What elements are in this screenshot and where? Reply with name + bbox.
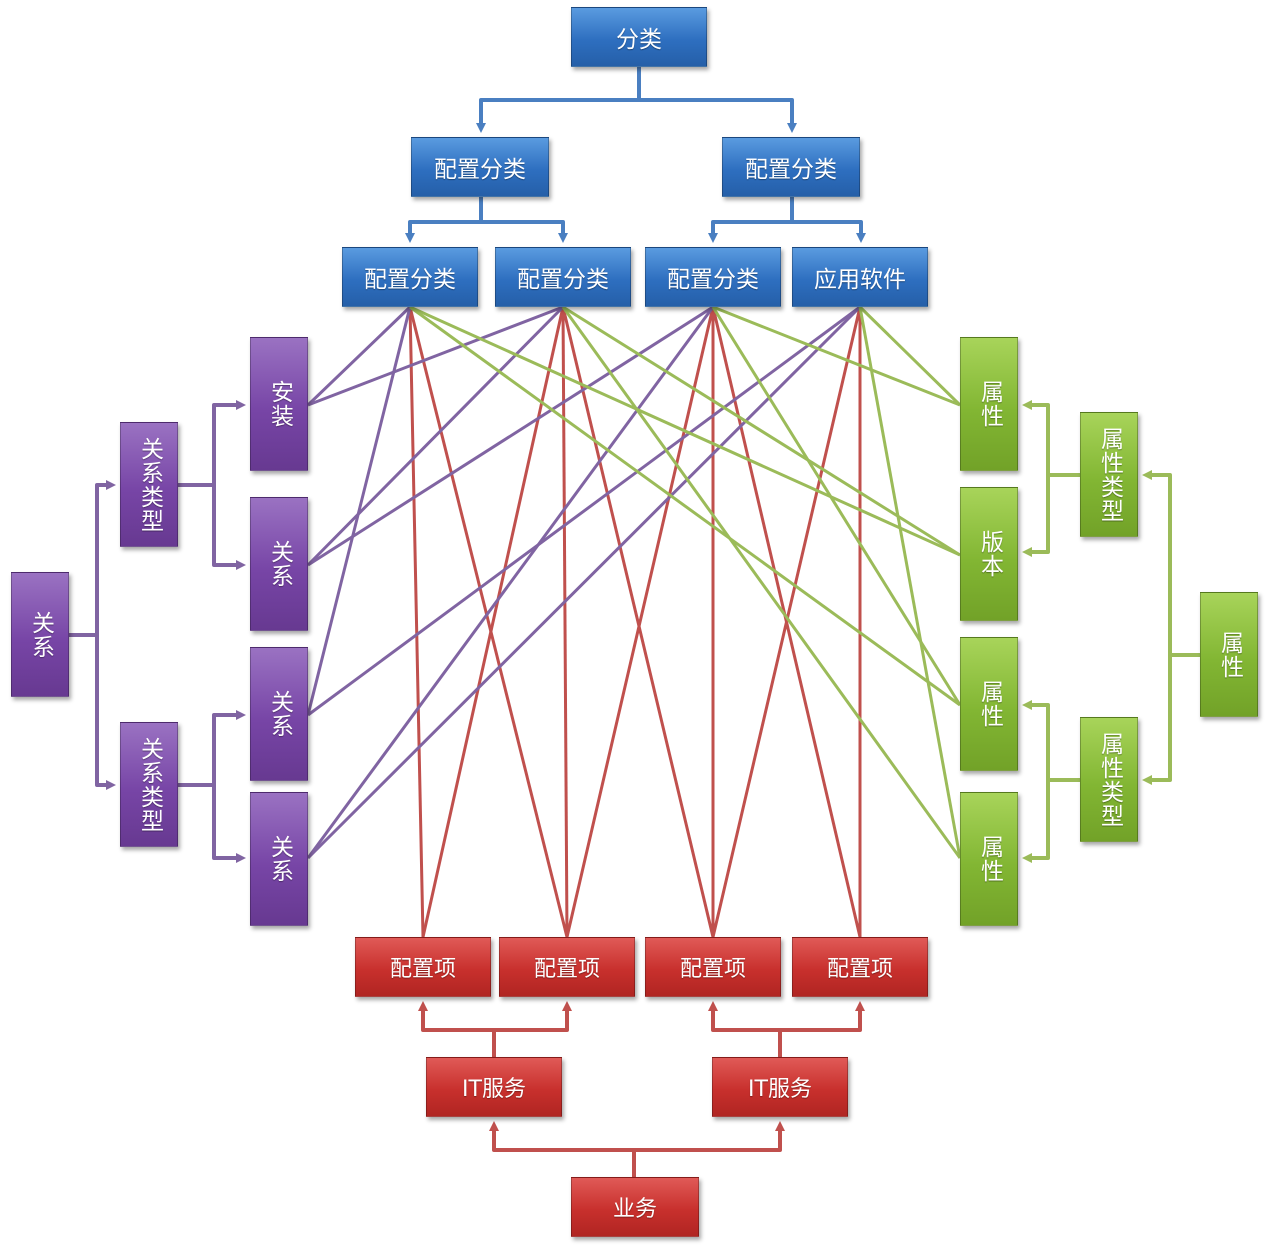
cross-link-40 bbox=[561, 306, 715, 938]
connector-8 bbox=[792, 220, 866, 243]
node-relation-leaf-2[interactable]: 关系 bbox=[250, 647, 308, 781]
node-top-l3-0[interactable]: 配置分类 bbox=[342, 247, 478, 307]
cross-link-41 bbox=[565, 306, 715, 938]
node-top-l3-3[interactable]: 应用软件 bbox=[792, 247, 928, 307]
connector-34 bbox=[1022, 700, 1050, 780]
node-config-item-2[interactable]: 配置项 bbox=[645, 937, 781, 997]
node-top-root[interactable]: 分类 bbox=[571, 7, 707, 67]
connector-29 bbox=[1142, 655, 1172, 785]
node-attribute-leaf-0[interactable]: 属性 bbox=[960, 337, 1018, 471]
connector-7 bbox=[708, 220, 792, 243]
connector-5 bbox=[481, 220, 568, 243]
node-top-l2-1[interactable]: 配置分类 bbox=[722, 137, 860, 197]
connector-19 bbox=[95, 480, 116, 635]
connector-20 bbox=[95, 635, 116, 790]
cross-link-36 bbox=[408, 306, 425, 938]
node-attribute-type-0[interactable]: 属性类型 bbox=[1080, 412, 1138, 537]
cross-link-39 bbox=[561, 306, 569, 938]
connector-26 bbox=[212, 785, 246, 863]
connector-1 bbox=[476, 98, 639, 133]
node-business[interactable]: 业务 bbox=[571, 1177, 699, 1237]
connector-4 bbox=[405, 220, 481, 243]
connector-13 bbox=[418, 1001, 494, 1032]
cross-link-44 bbox=[711, 306, 862, 938]
cross-link-53 bbox=[306, 305, 862, 860]
node-it-service-1[interactable]: IT服务 bbox=[712, 1057, 848, 1117]
cross-link-58 bbox=[712, 305, 961, 407]
node-it-service-0[interactable]: IT服务 bbox=[426, 1057, 562, 1117]
node-attribute-type-1[interactable]: 属性类型 bbox=[1080, 717, 1138, 842]
node-relation-type-0[interactable]: 关系类型 bbox=[120, 422, 178, 547]
connector-25 bbox=[212, 710, 246, 785]
cross-link-38 bbox=[421, 306, 565, 938]
node-relation-root[interactable]: 关系 bbox=[11, 572, 69, 697]
connector-2 bbox=[639, 98, 797, 133]
node-attribute-leaf-3[interactable]: 属性 bbox=[960, 792, 1018, 926]
node-top-l2-0[interactable]: 配置分类 bbox=[411, 137, 549, 197]
node-version-leaf[interactable]: 版本 bbox=[960, 487, 1018, 621]
connector-32 bbox=[1022, 475, 1050, 557]
connector-31 bbox=[1022, 400, 1050, 475]
cross-link-37 bbox=[408, 306, 569, 938]
node-attribute-root[interactable]: 属性 bbox=[1200, 592, 1258, 717]
node-config-item-3[interactable]: 配置项 bbox=[792, 937, 928, 997]
connector-10 bbox=[489, 1121, 634, 1152]
cross-link-49 bbox=[306, 305, 565, 567]
node-attribute-leaf-2[interactable]: 属性 bbox=[960, 637, 1018, 771]
node-top-l3-2[interactable]: 配置分类 bbox=[645, 247, 781, 307]
cross-link-47 bbox=[306, 306, 412, 716]
cross-link-51 bbox=[306, 306, 715, 859]
cross-link-56 bbox=[562, 305, 961, 557]
cross-link-46 bbox=[306, 305, 412, 407]
connector-16 bbox=[708, 1001, 780, 1032]
cross-link-60 bbox=[858, 305, 962, 407]
node-config-item-0[interactable]: 配置项 bbox=[355, 937, 491, 997]
connector-11 bbox=[634, 1121, 785, 1152]
connector-23 bbox=[212, 485, 246, 570]
node-relation-leaf-1[interactable]: 关系 bbox=[250, 497, 308, 631]
node-relation-leaf-3[interactable]: 关系 bbox=[250, 792, 308, 926]
node-top-l3-1[interactable]: 配置分类 bbox=[495, 247, 631, 307]
node-relation-leaf-0[interactable]: 安装 bbox=[250, 337, 308, 471]
node-config-item-1[interactable]: 配置项 bbox=[499, 937, 635, 997]
connector-17 bbox=[780, 1001, 865, 1032]
connector-14 bbox=[494, 1001, 572, 1032]
connector-22 bbox=[212, 400, 246, 485]
cross-link-50 bbox=[307, 305, 714, 567]
connector-28 bbox=[1142, 470, 1172, 655]
cross-link-54 bbox=[409, 305, 961, 557]
connector-35 bbox=[1022, 780, 1050, 863]
node-relation-type-1[interactable]: 关系类型 bbox=[120, 722, 178, 847]
cross-link-57 bbox=[561, 306, 962, 859]
cross-link-48 bbox=[307, 305, 564, 407]
cross-link-55 bbox=[409, 305, 961, 707]
cross-link-52 bbox=[307, 305, 861, 717]
cross-link-61 bbox=[858, 306, 962, 859]
